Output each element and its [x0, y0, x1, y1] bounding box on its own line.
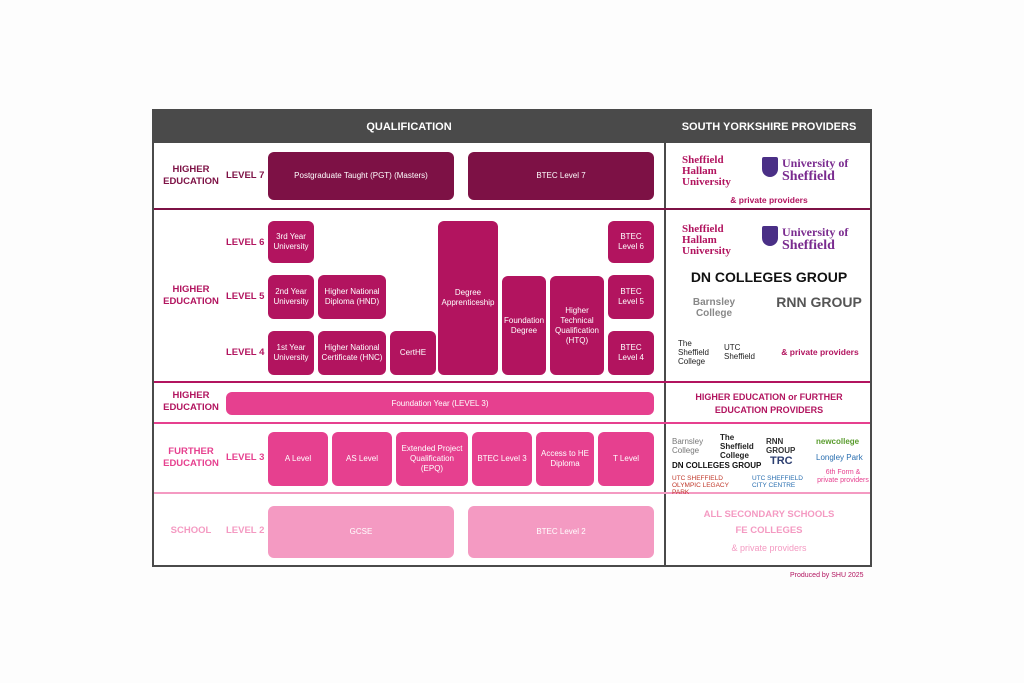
yr2-box: 2nd Year University: [268, 275, 314, 319]
row-label-school: SCHOOL: [170, 525, 212, 536]
secondary-schools: ALL SECONDARY SCHOOLS: [703, 509, 835, 520]
fe-trc-logo: TRC: [770, 455, 793, 467]
level-7-label: LEVEL 7: [226, 170, 265, 181]
uos-bottom: Sheffield: [782, 238, 835, 253]
btec6-box: BTEC Level 6: [608, 221, 654, 263]
shu-logo: Sheffield Hallam University: [682, 154, 731, 188]
shield-icon: [762, 157, 778, 177]
fe-6th-form: 6th Form & private providers: [817, 469, 869, 484]
fe-dn-logo: DN COLLEGES GROUP: [672, 461, 762, 470]
t-level-box: T Level: [598, 432, 654, 486]
row-label-he456: HIGHER EDUCATION: [163, 284, 219, 307]
level-5-label: LEVEL 5: [226, 291, 265, 302]
fe-utc-cc-logo: UTC SHEFFIELD CITY CENTRE: [752, 475, 803, 489]
fe-utc-olp-logo: UTC SHEFFIELD OLYMPIC LEGACY PARK: [672, 475, 729, 496]
hnc-box: Higher National Certificate (HNC): [318, 331, 386, 375]
btec4-box: BTEC Level 4: [608, 331, 654, 375]
foundation-year-box: Foundation Year (LEVEL 3): [226, 392, 654, 415]
htq-box: Higher Technical Qualification (HTQ): [550, 276, 604, 375]
rnn-group-logo: RNN GROUP: [776, 294, 862, 310]
private-providers: & private providers: [731, 543, 807, 553]
fe-sheffield-college-logo: The Sheffield College: [720, 433, 754, 460]
a-level-box: A Level: [268, 432, 328, 486]
divider: [154, 381, 870, 383]
qualification-chart: QUALIFICATION SOUTH YORKSHIRE PROVIDERS …: [152, 109, 872, 567]
credit-text: Produced by SHU 2025: [790, 572, 864, 579]
uos-top: University of: [782, 225, 849, 239]
fe-colleges: FE COLLEGES: [735, 525, 803, 536]
level-6-label: LEVEL 6: [226, 237, 265, 248]
fe-rnn-logo: RNN GROUP: [766, 437, 796, 455]
degree-apprenticeship-box: Degree Apprenticeship: [438, 221, 498, 375]
sheffield-college-logo: The Sheffield College: [678, 339, 709, 366]
shu-logo: Sheffield Hallam University: [682, 223, 731, 257]
btec2-box: BTEC Level 2: [468, 506, 654, 558]
gcse-box: GCSE: [268, 506, 454, 558]
hnd-box: Higher National Diploma (HND): [318, 275, 386, 319]
as-level-box: AS Level: [332, 432, 392, 486]
level-3-label: LEVEL 3: [226, 452, 265, 463]
uos-top: University of: [782, 156, 849, 170]
foundation-degree-box: Foundation Degree: [502, 276, 546, 375]
he-or-fe-providers: HIGHER EDUCATION or FURTHER EDUCATION PR…: [695, 392, 843, 415]
divider: [154, 422, 870, 424]
dn-colleges-logo: DN COLLEGES GROUP: [690, 269, 848, 285]
yr3-box: 3rd Year University: [268, 221, 314, 263]
uos-logo: University of Sheffield: [762, 225, 849, 253]
btec3-box: BTEC Level 3: [472, 432, 532, 486]
pgt-box: Postgraduate Taught (PGT) (Masters): [268, 152, 454, 200]
yr1-box: 1st Year University: [268, 331, 314, 375]
level-4-label: LEVEL 4: [226, 347, 265, 358]
btec7-box: BTEC Level 7: [468, 152, 654, 200]
row-label-fe: FURTHER EDUCATION: [163, 446, 219, 469]
qualification-header: QUALIFICATION: [154, 111, 664, 143]
row-label-hefound: HIGHER EDUCATION: [163, 390, 219, 413]
uos-logo: University of Sheffield: [762, 156, 849, 184]
divider: [154, 492, 870, 494]
private-providers: & private providers: [730, 195, 808, 205]
fe-newcollege-logo: newcollege: [816, 437, 860, 446]
column-divider: [664, 111, 666, 565]
row-label-he7: HIGHER EDUCATION: [163, 164, 219, 187]
fe-longley-logo: Longley Park: [816, 453, 863, 462]
shield-icon: [762, 226, 778, 246]
level-2-label: LEVEL 2: [226, 525, 265, 536]
providers-header: SOUTH YORKSHIRE PROVIDERS: [666, 111, 870, 143]
fe-barnsley-logo: Barnsley College: [672, 437, 704, 455]
btec5-box: BTEC Level 5: [608, 275, 654, 319]
private-providers: & private providers: [781, 347, 859, 357]
divider: [154, 208, 870, 210]
epq-box: Extended Project Qualification (EPQ): [396, 432, 468, 486]
access-he-box: Access to HE Diploma: [536, 432, 594, 486]
certhe-box: CertHE: [390, 331, 436, 375]
uos-bottom: Sheffield: [782, 169, 835, 184]
utc-sheffield-logo: UTC Sheffield: [724, 343, 755, 361]
barnsley-college-logo: Barnsley College: [692, 297, 736, 319]
